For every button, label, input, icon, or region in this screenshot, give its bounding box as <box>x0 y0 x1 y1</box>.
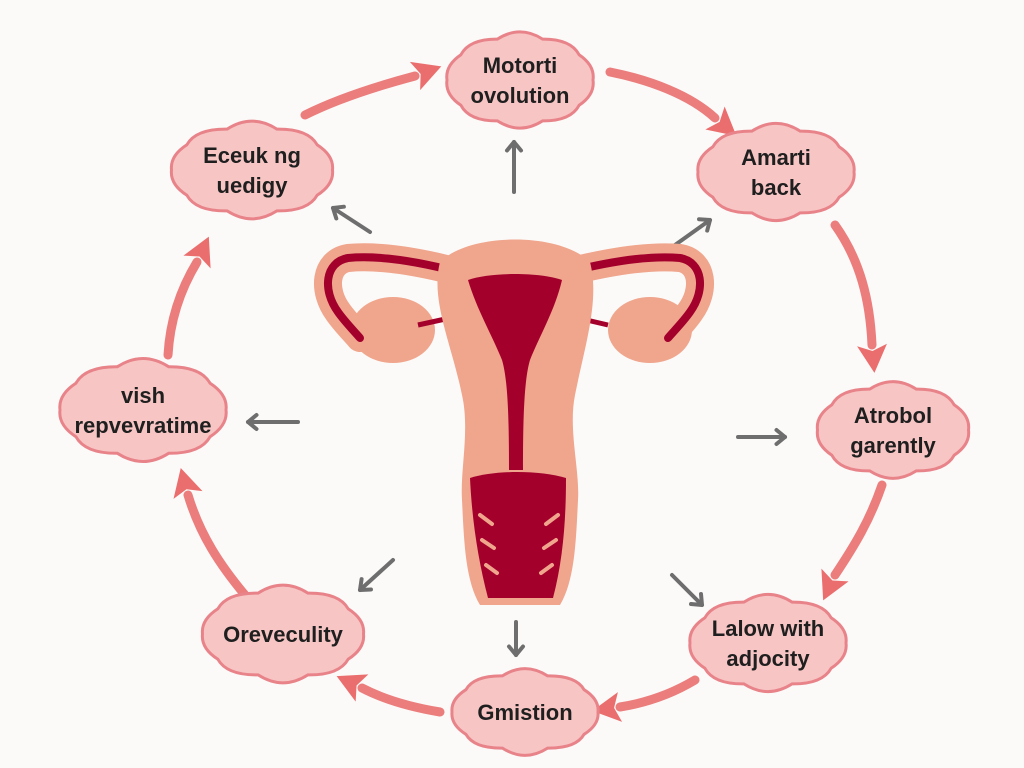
ring-arrow-shaft <box>183 490 250 600</box>
node-lower-left: Oreveculity <box>200 583 366 685</box>
ring-arrow-shaft <box>163 257 202 360</box>
pointer-arrow-shaft <box>358 558 395 592</box>
cloud-bubble <box>169 119 335 221</box>
node-label: Oreveculity <box>223 622 344 647</box>
pointer-arrow-shaft <box>331 206 372 234</box>
pointer-arrow-head <box>697 217 712 233</box>
node-label: Atrobol <box>854 403 932 428</box>
node-label: ovolution <box>471 83 570 108</box>
pointer-arrow-head <box>689 592 704 607</box>
cervix-ridges <box>478 513 560 575</box>
pointer-arrow-head <box>358 577 373 592</box>
node-top: Motorti ovolution <box>445 30 595 130</box>
ring-arrow-head <box>857 343 887 373</box>
node-upper-right: Amarti back <box>696 121 856 223</box>
ring-arrow-head <box>336 674 369 702</box>
node-left: vish repvevratime <box>58 357 228 463</box>
node-label: Gmistion <box>477 700 572 725</box>
ring-arrow-shaft <box>605 67 720 123</box>
pointer-arrow-shaft <box>670 573 704 607</box>
pointer-arrows <box>246 140 787 657</box>
ring-arrow-head <box>173 467 203 499</box>
ring-arrow-shaft <box>357 683 445 717</box>
node-upper-left: Eceuk ng uedigy <box>169 119 335 221</box>
uterus-icon <box>314 239 714 605</box>
node-label: Amarti <box>741 145 811 170</box>
cervix <box>470 472 566 598</box>
uterine-cavity <box>468 274 562 470</box>
pointer-arrow-head <box>507 644 525 657</box>
node-label: Eceuk ng <box>203 143 301 168</box>
node-label: back <box>751 175 802 200</box>
ring-arrow-head <box>705 106 737 136</box>
node-lower-right: Lalow with adjocity <box>688 592 848 694</box>
pointer-arrow-head <box>331 204 346 221</box>
cloud-bubble <box>200 583 366 685</box>
node-right: Atrobol garently <box>815 380 971 480</box>
right-tube-inner <box>564 253 704 342</box>
ring-arrow-shaft <box>830 220 877 350</box>
node-label: repvevratime <box>75 413 212 438</box>
ring-arrow-shaft <box>300 71 420 120</box>
cloud-bubble <box>696 121 856 223</box>
pointer-arrow-head <box>774 428 787 446</box>
node-bottom: Gmistion <box>450 667 600 757</box>
left-tube-inner <box>324 253 462 342</box>
pointer-arrow-head <box>246 413 259 431</box>
node-label: adjocity <box>726 646 810 671</box>
cloud-bubble <box>58 357 228 463</box>
cloud-bubble <box>445 30 595 130</box>
node-label: uedigy <box>217 173 289 198</box>
ring-arrow-shaft <box>615 675 700 712</box>
left-ovary <box>351 297 435 363</box>
ring-arrow-head <box>821 568 849 601</box>
pointer-arrow-head <box>505 140 523 153</box>
cloud-bubble <box>450 667 600 757</box>
node-label: Motorti <box>483 53 558 78</box>
node-label: vish <box>121 383 165 408</box>
pointer-arrow-shaft <box>673 218 712 247</box>
cloud-bubble <box>815 380 971 480</box>
cloud-bubble <box>688 592 848 694</box>
ring-arrow-head <box>409 61 442 91</box>
ring-arrow-shaft <box>830 480 887 580</box>
ring-arrow-head <box>592 692 623 722</box>
cycle-ring <box>163 61 887 722</box>
node-label: garently <box>850 433 936 458</box>
node-label: Lalow with <box>712 616 824 641</box>
ring-arrow-head <box>183 236 211 269</box>
